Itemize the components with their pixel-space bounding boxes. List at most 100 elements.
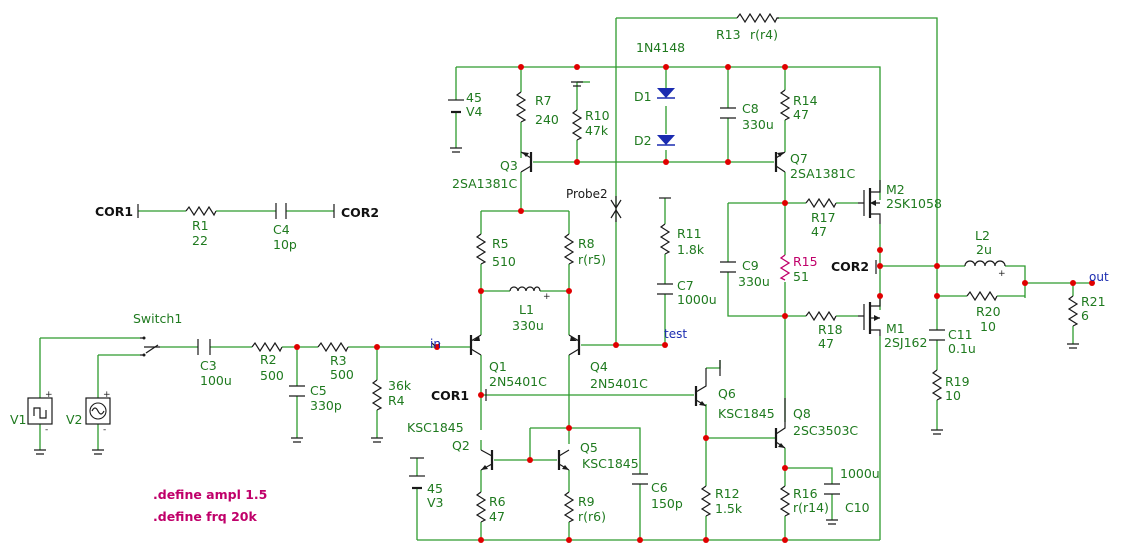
transistor-q5[interactable]: [557, 449, 570, 471]
resistor-r1[interactable]: [185, 205, 217, 217]
transistor-q1[interactable]: [469, 334, 482, 356]
source-v1[interactable]: + -: [27, 390, 53, 455]
label-r13: R13: [716, 27, 741, 42]
resistor-r7[interactable]: [515, 91, 527, 123]
resistor-r15[interactable]: [779, 254, 791, 281]
transistor-q7[interactable]: [774, 151, 786, 173]
label-r8: R8: [578, 236, 595, 251]
resistor-r16[interactable]: [779, 485, 791, 517]
directive-frq: .define frq 20k: [153, 509, 257, 524]
label-q8-part: 2SC3503C: [793, 423, 858, 438]
label-c8-value: 330u: [742, 117, 774, 132]
label-r14: R14: [793, 93, 818, 108]
label-q2-part: KSC1845: [407, 420, 464, 435]
label-c5: C5: [310, 383, 327, 398]
label-r12-value: 1.5k: [715, 501, 743, 516]
battery-v4[interactable]: [448, 99, 464, 153]
label-v4: V4: [466, 104, 483, 119]
label-probe2: Probe2: [566, 187, 608, 201]
label-r15: R15: [793, 254, 818, 269]
label-r11-value: 1.8k: [677, 242, 705, 257]
label-c7: C7: [677, 278, 694, 293]
label-r3: R3: [330, 353, 347, 368]
resistor-r6[interactable]: [475, 491, 487, 523]
label-in: in: [430, 337, 441, 351]
label-q6: Q6: [718, 386, 736, 401]
inductor-l2[interactable]: [964, 260, 1006, 267]
label-q2: Q2: [452, 438, 470, 453]
label-c4-value: 10p: [273, 237, 297, 252]
svg-text:+: +: [543, 292, 551, 302]
resistor-r11[interactable]: [659, 223, 671, 255]
transistor-q3[interactable]: [520, 151, 533, 173]
label-d2: D2: [634, 133, 652, 148]
label-l2: L2: [975, 228, 990, 243]
resistor-r12[interactable]: [700, 485, 712, 517]
label-q6-part: KSC1845: [718, 406, 775, 421]
label-r5: R5: [492, 236, 509, 251]
resistor-r9[interactable]: [563, 491, 575, 523]
capacitor-c4[interactable]: [275, 203, 287, 219]
label-r7: R7: [535, 93, 552, 108]
label-r1-value: 22: [192, 233, 208, 248]
transistor-q6[interactable]: [694, 360, 721, 407]
directive-ampl: .define ampl 1.5: [153, 487, 267, 502]
inductors: + +: [509, 260, 1006, 302]
probe2-marker[interactable]: [610, 196, 622, 222]
resistor-r17[interactable]: [805, 197, 837, 209]
mosfet-m1[interactable]: [858, 296, 881, 336]
label-r14-value: 47: [793, 107, 809, 122]
sources: + - + -: [27, 99, 464, 490]
diode-d1[interactable]: [657, 88, 675, 99]
label-r20-value: 10: [980, 319, 996, 334]
battery-v3[interactable]: [409, 457, 425, 490]
capacitor-c8[interactable]: [720, 107, 736, 119]
capacitor-c9[interactable]: [720, 261, 736, 273]
resistor-r2[interactable]: [251, 341, 283, 353]
resistor-r19[interactable]: [931, 369, 943, 401]
label-test: test: [664, 327, 687, 341]
label-c6-value: 150p: [651, 496, 683, 511]
label-q4: Q4: [590, 359, 608, 374]
mosfet-m2[interactable]: [858, 180, 881, 224]
label-r4-value: 36k: [388, 378, 412, 393]
capacitor-c7[interactable]: [657, 283, 673, 295]
label-r2: R2: [260, 352, 277, 367]
label-c4: C4: [273, 222, 290, 237]
source-v2[interactable]: + -: [85, 390, 111, 455]
transistors: [469, 151, 881, 471]
label-c3: C3: [200, 358, 217, 373]
transistor-q8[interactable]: [774, 398, 786, 449]
diode-d2[interactable]: [657, 135, 675, 146]
label-r12: R12: [715, 486, 740, 501]
svg-text:-: -: [103, 425, 106, 435]
label-q8: Q8: [793, 406, 811, 421]
transistor-q4[interactable]: [568, 334, 581, 356]
resistor-r21[interactable]: [1067, 295, 1079, 327]
svg-text:+: +: [45, 390, 53, 400]
resistor-r3[interactable]: [317, 341, 349, 353]
resistor-r13[interactable]: [736, 12, 779, 24]
label-r4: R4: [388, 393, 405, 408]
capacitor-c3[interactable]: [197, 339, 211, 355]
resistor-r5[interactable]: [475, 233, 487, 265]
resistor-r4[interactable]: [371, 379, 383, 411]
label-r3-value: 500: [330, 367, 354, 382]
label-r6-value: 47: [489, 509, 505, 524]
switch1[interactable]: [140, 336, 160, 357]
labels: R13 r(r4) 1N4148 45 V4 R7 240 R10 47k D1…: [10, 27, 1109, 524]
resistor-r20[interactable]: [966, 290, 998, 302]
label-q1-part: 2N5401C: [489, 374, 547, 389]
resistor-r10[interactable]: [571, 109, 583, 141]
capacitor-c6[interactable]: [632, 473, 648, 485]
inductor-l1[interactable]: [509, 286, 541, 292]
capacitor-c5[interactable]: [289, 385, 305, 397]
transistor-q2[interactable]: [480, 449, 494, 471]
resistor-r18[interactable]: [805, 310, 837, 322]
capacitor-c10[interactable]: [824, 483, 840, 495]
label-l2-value: 2u: [976, 242, 992, 257]
label-v3-value: 45: [427, 481, 443, 496]
resistor-r8[interactable]: [563, 233, 575, 265]
resistor-r14[interactable]: [779, 89, 791, 121]
capacitor-c11[interactable]: [929, 329, 945, 341]
